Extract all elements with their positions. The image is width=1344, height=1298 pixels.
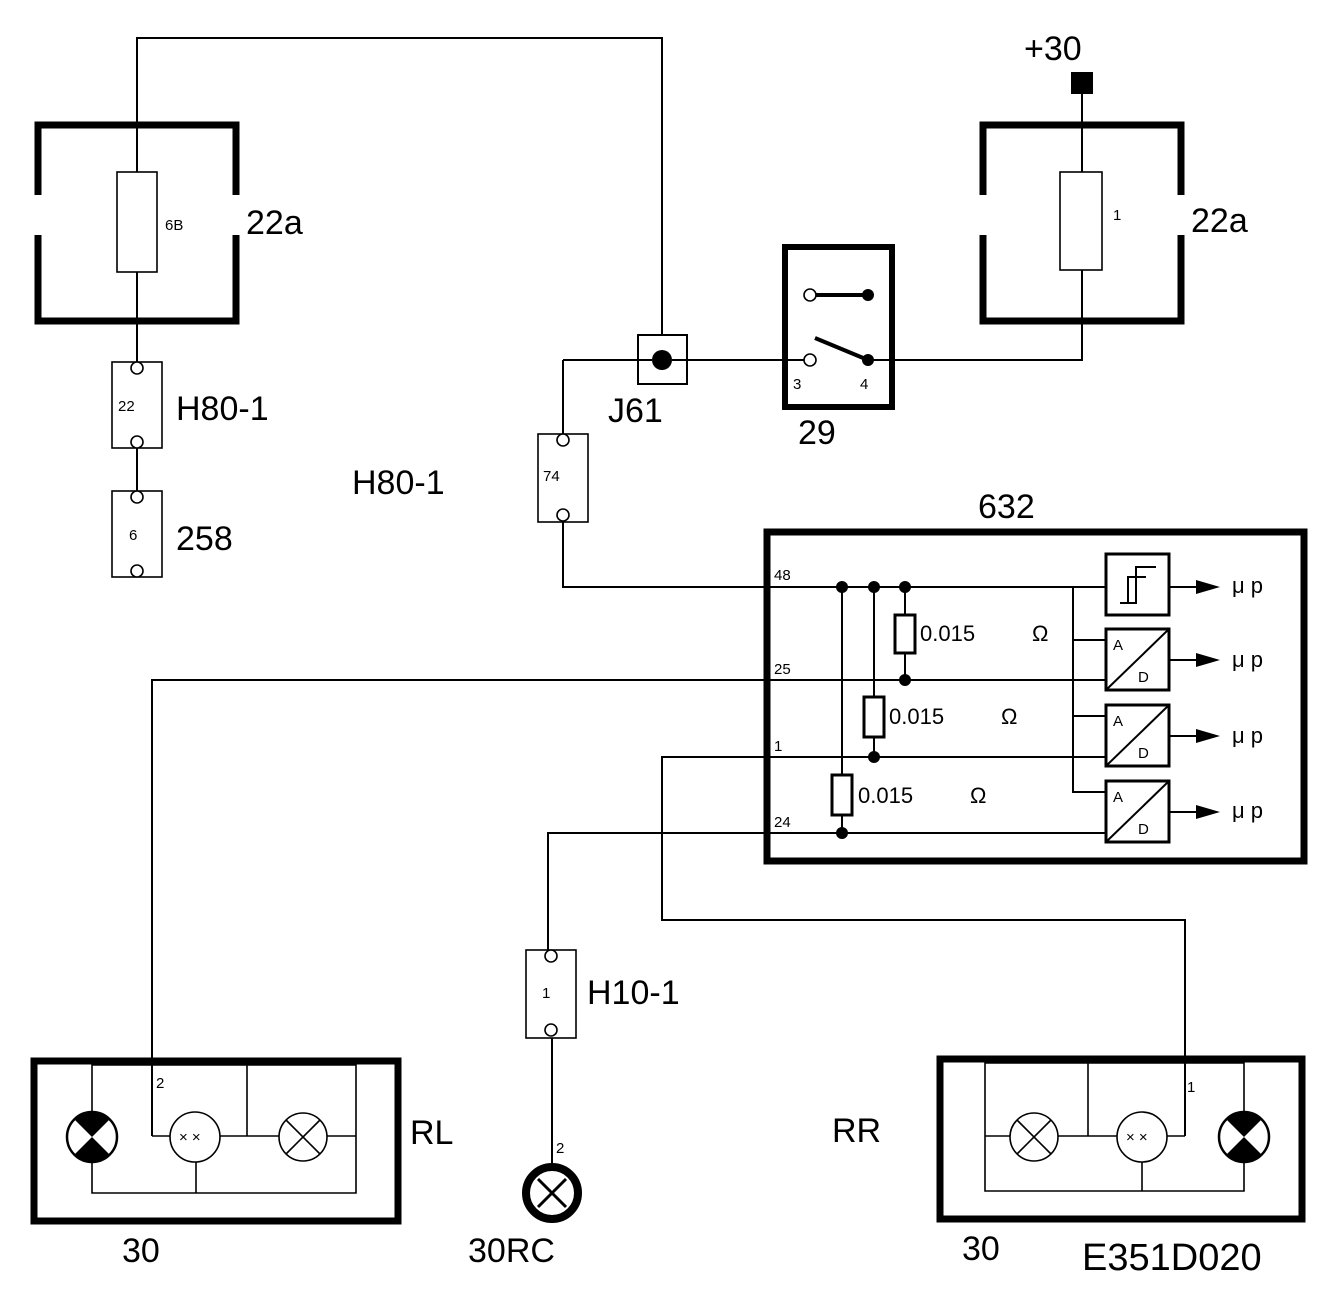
fuse-1-icon — [1059, 171, 1103, 271]
connector-h80-22-label: H80-1 — [176, 390, 269, 428]
schmitt-trigger-icon — [1104, 552, 1171, 617]
diagram-id: E351D020 — [1082, 1237, 1262, 1279]
fusebox-right-label: 22a — [1191, 202, 1248, 240]
connector-h10: 1 H10-1 — [525, 949, 680, 1039]
fusebox-right: 1 22a — [979, 121, 1248, 325]
connector-258: 6 258 — [111, 490, 233, 578]
junction-j61: J61 — [608, 334, 688, 430]
rr-ground-label: 30 — [962, 1230, 1000, 1268]
switch-contact-icon — [814, 336, 869, 362]
switch-29: 3 4 29 — [782, 244, 895, 452]
resistor-2-unit: Ω — [1001, 704, 1017, 729]
adc-1-a: A — [1113, 637, 1123, 654]
adc-3: A D — [1104, 779, 1171, 844]
wire-h80-74-to-pin48 — [562, 518, 1106, 588]
fuse-6b-icon — [116, 171, 158, 273]
adc-2: A D — [1104, 703, 1171, 768]
shunt-resistor-3-icon — [830, 773, 854, 817]
connector-h80-74-label: H80-1 — [352, 464, 445, 502]
output-3-label: μ p — [1232, 723, 1263, 748]
fusebox-left-label: 22a — [246, 204, 303, 242]
wire-pin25-to-rl — [151, 679, 1106, 1136]
resistor-1-unit: Ω — [1032, 621, 1048, 646]
lamp-30rc-pin: 2 — [556, 1140, 564, 1157]
adc-1: A D — [1104, 627, 1171, 692]
rl-double-filament-lamp-icon: × × — [169, 1111, 221, 1163]
lamp-unit-rl: × × 2 RL 30 — [30, 1057, 453, 1270]
connector-h10-label: H10-1 — [587, 974, 680, 1012]
rl-label: RL — [410, 1114, 453, 1152]
lamp-unit-rr: × × 1 RR 30 — [832, 1055, 1306, 1268]
supply-label: +30 — [1024, 30, 1082, 68]
output-arrow-1-icon — [1196, 580, 1220, 594]
rr-indicator-lamp-icon — [1217, 1110, 1271, 1164]
rl-pin: 2 — [156, 1075, 164, 1092]
output-arrows — [1169, 580, 1220, 819]
resistor-2-value: 0.015 — [889, 704, 944, 729]
adc-3-d: D — [1138, 821, 1149, 838]
output-arrow-4-icon — [1196, 805, 1220, 819]
svg-text:× ×: × × — [1126, 1129, 1148, 1146]
rr-pin: 1 — [1187, 1079, 1195, 1096]
fusebox-right-fuse-number: 1 — [1113, 207, 1121, 224]
adc-1-d: D — [1138, 669, 1149, 686]
output-arrow-2-icon — [1196, 653, 1220, 667]
lamp-30rc-label: 30RC — [468, 1232, 555, 1270]
connector-258-label: 258 — [176, 520, 233, 558]
wire-pin1-to-rr — [661, 756, 1186, 1136]
connector-h80-22: 22 H80-1 — [111, 361, 269, 449]
adc-3-a: A — [1113, 789, 1123, 806]
fusebox-left-fuse-number: 6B — [165, 217, 183, 234]
supply-square-icon — [1071, 72, 1093, 94]
shunt-resistor-1-icon — [893, 613, 917, 655]
connector-h10-pin: 1 — [542, 985, 550, 1002]
resistor-3-unit: Ω — [970, 783, 986, 808]
rr-label: RR — [832, 1112, 881, 1150]
connector-h80-22-pin: 22 — [118, 398, 135, 415]
rr-double-filament-lamp-icon: × × — [1116, 1111, 1168, 1163]
module-pin-48: 48 — [774, 567, 791, 584]
lamp-30rc: 2 30RC — [468, 1140, 582, 1270]
shunt-resistor-2-icon — [862, 695, 886, 739]
adc-2-a: A — [1113, 713, 1123, 730]
connector-h80-74: 74 — [537, 433, 589, 523]
module-box — [763, 528, 1308, 865]
rl-indicator-lamp-icon — [65, 1110, 119, 1164]
module-pin-24: 24 — [774, 814, 791, 831]
connector-h80-74-pin: 74 — [543, 468, 560, 485]
rl-lamp-icon — [278, 1112, 328, 1162]
resistor-3-value: 0.015 — [858, 783, 913, 808]
module-pin-1: 1 — [774, 738, 782, 755]
rr-lamp-icon — [1009, 1112, 1059, 1162]
output-2-label: μ p — [1232, 647, 1263, 672]
module-label: 632 — [978, 488, 1035, 526]
wires — [136, 37, 1186, 1170]
wire-fuse6b-to-j61 — [136, 37, 663, 347]
output-4-label: μ p — [1232, 798, 1263, 823]
resistor-1-value: 0.015 — [920, 621, 975, 646]
switch-label: 29 — [798, 414, 836, 452]
adc-2-d: D — [1138, 745, 1149, 762]
wire-switch-to-fuse1 — [870, 270, 1083, 361]
wire-pin24-to-h10 — [547, 832, 1106, 952]
output-1-label: μ p — [1232, 573, 1263, 598]
rl-ground-label: 30 — [122, 1232, 160, 1270]
supply-terminal: +30 — [1024, 30, 1093, 94]
switch-pin-3: 3 — [793, 376, 801, 393]
output-arrow-3-icon — [1196, 729, 1220, 743]
switch-pin-4: 4 — [860, 376, 868, 393]
fusebox-left: 6B 22a — [34, 121, 303, 325]
svg-text:× ×: × × — [179, 1129, 201, 1146]
junction-label: J61 — [608, 392, 663, 430]
connector-258-pin: 6 — [129, 527, 137, 544]
junction-dot-icon — [652, 350, 672, 370]
module-632: 632 48 25 1 24 0.015 Ω 0.015 Ω 0.015 Ω — [763, 488, 1308, 865]
module-pin-25: 25 — [774, 661, 791, 678]
